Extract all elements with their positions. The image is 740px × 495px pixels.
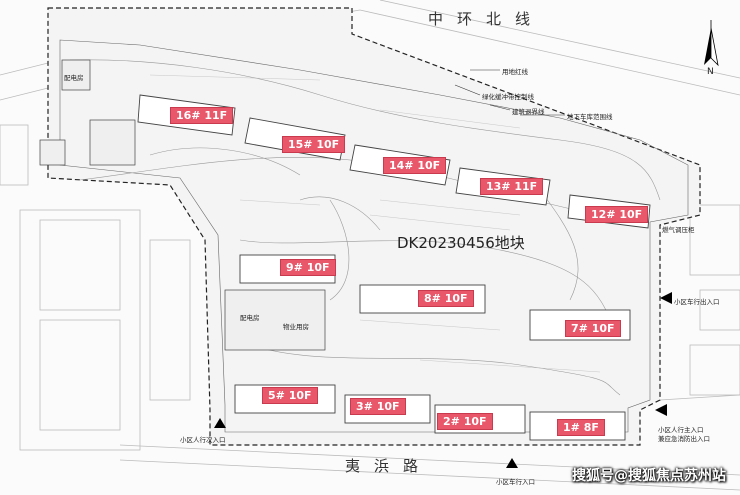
substation-north-label: 配电房 — [64, 74, 84, 82]
internal-roads — [69, 59, 661, 396]
vehicle-south-entrance-label: 小区车行入口 — [496, 478, 535, 486]
substation-mid-label: 配电房 — [240, 314, 260, 322]
legend-land-line: 用地红线 — [502, 68, 528, 76]
legend-leaders — [454, 69, 565, 116]
north-label: N — [707, 67, 714, 77]
plot-name: DK20230456地块 — [397, 234, 525, 252]
auxiliary-buildings — [39, 59, 326, 351]
building-tag-9: 9# 10F — [280, 259, 336, 276]
gas-station-label: 燃气调压柜 — [662, 226, 695, 234]
building-tag-1: 1# 8F — [557, 419, 605, 436]
site-boundary — [47, 7, 701, 446]
building-tag-15: 15# 10F — [282, 136, 346, 153]
secondary-entrance-arrow-icon — [214, 418, 226, 428]
south-entrance-arrow-icon — [506, 458, 518, 468]
building-tag-16: 16# 11F — [170, 107, 234, 124]
building-tag-5: 5# 10F — [262, 387, 318, 404]
building-tag-7: 7# 10F — [565, 320, 621, 337]
pedestrian-entrance-arrow-icon — [655, 404, 667, 416]
building-tag-3: 3# 10F — [350, 398, 406, 415]
south-road-label: 夷浜路 — [345, 457, 433, 475]
landscape-hatch — [149, 74, 601, 373]
legend-basement-range: 地下车库范围线 — [567, 113, 613, 121]
building-tag-12: 12# 10F — [585, 206, 649, 223]
building-tag-13: 13# 11F — [480, 178, 544, 195]
vehicle-entrance-label: 小区车行出入口 — [674, 298, 720, 306]
fire-access-label: 兼应急消防出入口 — [658, 435, 710, 443]
watermark: 搜狐号@搜狐焦点苏州站 — [572, 468, 726, 484]
north-arrow-icon — [704, 20, 719, 67]
building-tag-14: 14# 10F — [383, 157, 447, 174]
pedestrian-main-entrance-label: 小区人行主入口 — [658, 426, 704, 434]
entrance-arrows — [214, 292, 672, 468]
building-tag-8: 8# 10F — [418, 290, 474, 307]
pedestrian-secondary-entrance-label: 小区人行次入口 — [180, 436, 226, 444]
legend-green-buffer: 绿化缓冲带控制线 — [482, 93, 534, 101]
vehicle-entrance-arrow-icon — [660, 292, 672, 304]
property-room-label: 物业用房 — [283, 323, 309, 331]
legend-building-setback: 建筑退界线 — [512, 108, 545, 116]
north-road-label: 中环北线 — [428, 10, 545, 28]
building-tag-2: 2# 10F — [437, 413, 493, 430]
